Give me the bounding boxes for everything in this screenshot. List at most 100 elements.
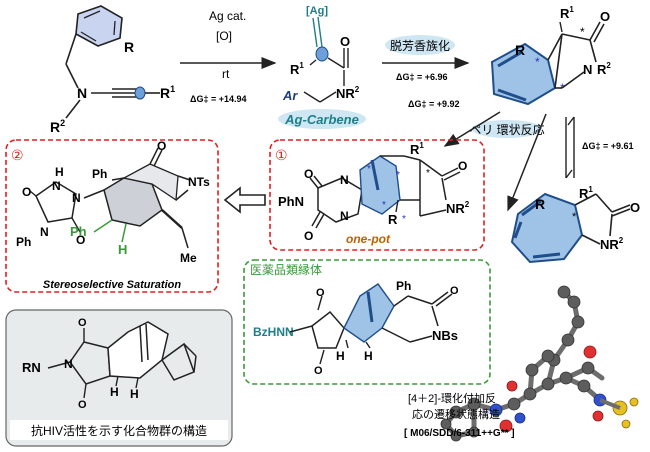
svg-text:*: * (426, 168, 430, 179)
carbene-ar: Ar (282, 88, 298, 103)
svg-text:O: O (316, 287, 325, 299)
box-2-nh-h: H (55, 165, 64, 179)
svg-text:O: O (304, 229, 313, 243)
svg-text:O: O (78, 317, 87, 329)
ts-caption-line1: [4＋2]-環化付加反 (408, 391, 496, 405)
pericyclic-oval (472, 120, 542, 138)
hiv-box-bg (5, 309, 233, 447)
start-r1-label: R1 (160, 84, 175, 101)
transition-state-model: [4＋2]-環化付加反 応の遷移状態構造 [ M06/SDD/6-311++G*… (404, 285, 639, 442)
svg-text:O: O (314, 365, 323, 377)
box-2-nts: NTs (188, 175, 210, 189)
reagent-rt: rt (222, 67, 230, 81)
box-1-one-pot-label: one-pot (346, 232, 391, 246)
start-material: R N R1 R2 (50, 5, 175, 135)
box-2-ph-green: Ph (70, 224, 87, 239)
svg-text:O: O (304, 167, 313, 181)
svg-text:O: O (458, 159, 467, 173)
pericyclic-label: ペリ 環状反応 (469, 123, 544, 137)
ag-label: [Ag] (306, 5, 328, 17)
dg-step4: ΔG‡ = +9.61 (582, 141, 634, 151)
svg-text:*: * (382, 200, 386, 211)
box-1-nr2: NR2 (446, 200, 470, 216)
box-1-phn: PhN (278, 194, 304, 209)
svg-text:O: O (450, 285, 459, 297)
alkyne-carbon-marker (134, 86, 146, 100)
svg-text:O: O (630, 200, 640, 215)
hollow-arrow-left (223, 186, 266, 214)
svg-text:O: O (76, 233, 85, 247)
pericyclic-section: ペリ 環状反応 ΔG‡ = +9.61 (443, 111, 634, 212)
ts-caption-line3: [ M06/SDD/6-311++G** ] (404, 428, 515, 439)
svg-text:O: O (22, 185, 31, 199)
start-r-label: R (124, 39, 134, 55)
box-1-border (269, 139, 485, 251)
arrow-step1: Ag cat. [O] rt ΔG‡ = +14.94 (180, 9, 277, 104)
hiv-n: N (64, 357, 73, 371)
svg-text:O: O (600, 9, 610, 24)
dearomatization-label: 脱芳香族化 (390, 38, 450, 53)
box-2-me: Me (180, 251, 197, 265)
ag-carbene: [Ag] R1 O NR2 Ar Ag-Carbene (278, 5, 366, 129)
carbene-r1: R1 (290, 61, 304, 77)
pharma-box-border (243, 259, 491, 385)
norcaradiene-intermediate: R * * R1 * O R2 N (490, 5, 611, 106)
box-2-border (5, 139, 219, 293)
svg-text:O: O (78, 399, 87, 411)
box-1-number: ① (275, 147, 288, 163)
anti-hiv-box: RN N O O H H 抗HIV活性を示す化合物群の構造 (5, 309, 233, 447)
carbene-o: O (340, 34, 350, 49)
pharma-h1: H (336, 349, 345, 363)
box-1-r1: R1 (410, 141, 424, 157)
svg-text:*: * (580, 25, 585, 39)
pharma-analog-box: 医薬品類縁体 BzHNN O O H H Ph O NBs (243, 259, 491, 385)
norcaradiene-r1: R1 (560, 5, 574, 21)
hiv-h1: H (110, 385, 119, 399)
box-2-n2: N (72, 191, 81, 205)
svg-text:*: * (367, 164, 371, 175)
hiv-rn: RN (22, 360, 41, 375)
cycloheptatriene-product: R * R1 O NR2 (510, 185, 640, 264)
pharma-bzhnn: BzHNN (253, 325, 294, 339)
cycloheptatriene-ring (510, 192, 584, 264)
box-2-saturation: ② O H N N N Ph O Me Ph O NTs Ph H Stereo… (5, 139, 219, 293)
dg-step3: ΔG‡ = +9.92 (408, 99, 460, 109)
box-2-h-green: H (118, 242, 127, 257)
box-2-ph-top: Ph (92, 167, 107, 181)
pharma-h2: H (364, 349, 373, 363)
norcaradiene-r: R (515, 42, 525, 58)
hiv-h2: H (130, 387, 139, 401)
box-2-number: ② (11, 147, 24, 163)
pharma-nbs: NBs (432, 328, 458, 343)
dearomatization-oval (385, 35, 455, 55)
svg-text:N: N (40, 225, 49, 239)
start-n-label: N (77, 85, 87, 101)
dg-step2: ΔG‡ = +6.96 (396, 72, 448, 82)
svg-text:N: N (340, 209, 349, 223)
svg-text:N: N (340, 173, 349, 187)
svg-text:*: * (572, 211, 577, 223)
ag-carbene-oval (278, 109, 366, 129)
svg-text:*: * (402, 214, 406, 225)
reagent-oxidant: [O] (216, 29, 232, 43)
svg-text:*: * (535, 55, 540, 69)
box-1-r: R (388, 212, 398, 227)
svg-text:O: O (157, 139, 166, 153)
box-1-one-pot: ① O O PhN N N * * * * * R R1 O NR2 one-p (269, 139, 485, 251)
product-r1: R1 (579, 185, 593, 201)
reagent-ag-cat: Ag cat. (209, 9, 246, 23)
box-2-n1: N (52, 179, 61, 193)
dg-step1: ΔG‡ = +14.94 (190, 94, 247, 104)
arrow-dearomatization: 脱芳香族化 ΔG‡ = +6.96 ΔG‡ = +9.92 (382, 35, 470, 109)
svg-text:Ph: Ph (16, 235, 31, 249)
product-nr2: NR2 (600, 236, 624, 252)
svg-text:N: N (583, 62, 592, 77)
product-r: R (535, 196, 545, 212)
start-r2-label: R2 (50, 118, 65, 135)
ts-caption-line2: 応の遷移状態構造 (412, 407, 500, 421)
ag-carbene-label: Ag-Carbene (284, 112, 359, 127)
box-2-caption: Stereoselective Saturation (43, 279, 181, 291)
pharma-ph: Ph (396, 279, 411, 293)
pharma-box-title: 医薬品類縁体 (250, 262, 322, 277)
